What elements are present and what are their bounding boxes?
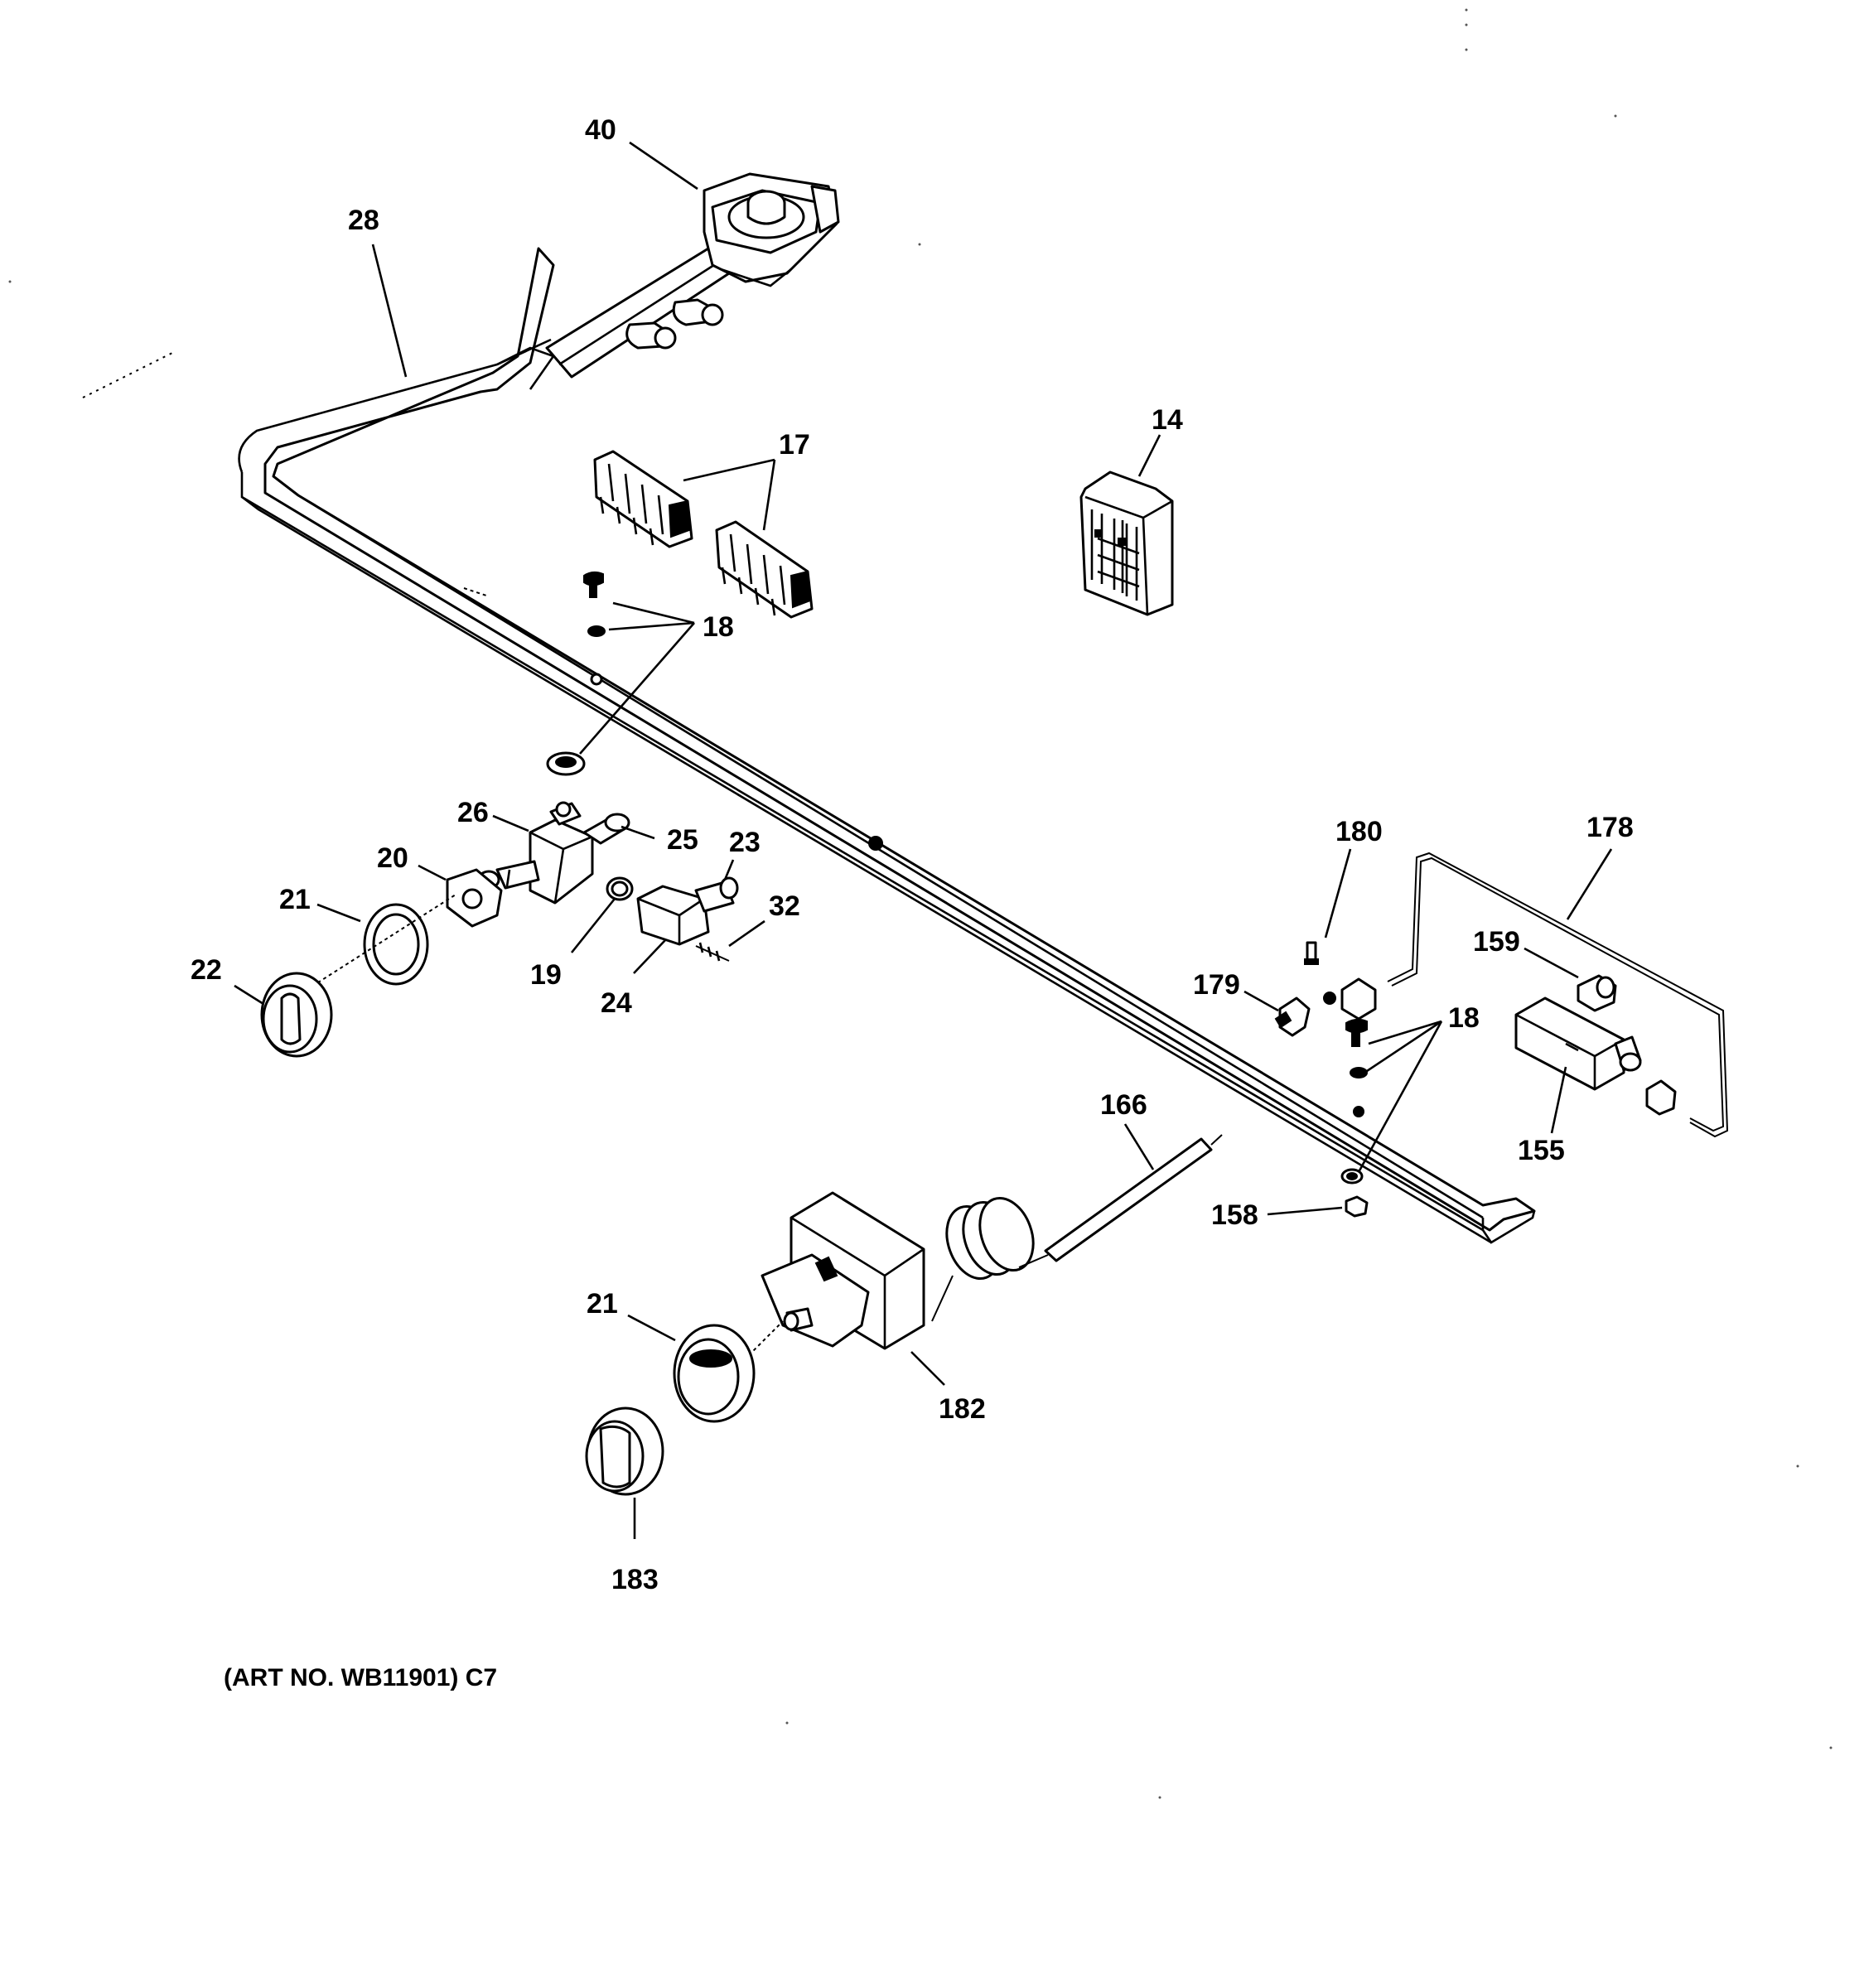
callout-180: 180 bbox=[1335, 816, 1383, 847]
callout-21-lower: 21 bbox=[587, 1288, 618, 1320]
valve-top bbox=[703, 172, 840, 287]
screw-washer-upper bbox=[546, 571, 606, 776]
callout-21-upper: 21 bbox=[279, 884, 311, 915]
leader-lines bbox=[234, 141, 1613, 1539]
callout-166: 166 bbox=[1100, 1089, 1147, 1121]
callout-18-lower: 18 bbox=[1448, 1002, 1480, 1034]
callout-25: 25 bbox=[667, 824, 698, 856]
callout-17: 17 bbox=[779, 429, 810, 461]
callout-40: 40 bbox=[585, 114, 616, 146]
callout-19: 19 bbox=[530, 959, 562, 991]
terminal-blocks bbox=[593, 450, 814, 619]
thermostat-assembly bbox=[585, 1134, 1223, 1496]
callout-labels: 40 28 17 14 18 26 25 23 20 21 32 19 24 2… bbox=[191, 114, 1634, 1595]
callout-23: 23 bbox=[729, 827, 761, 858]
callout-178: 178 bbox=[1586, 812, 1634, 843]
callout-155: 155 bbox=[1518, 1135, 1565, 1166]
manifold-pipe bbox=[238, 247, 1536, 1244]
valve-assembly bbox=[446, 801, 739, 962]
callout-32: 32 bbox=[769, 890, 800, 922]
callout-14: 14 bbox=[1152, 404, 1183, 436]
oven-burner-parts bbox=[1274, 852, 1729, 1218]
callout-28: 28 bbox=[348, 205, 379, 236]
bezel-knob-upper bbox=[260, 894, 456, 1058]
callout-20: 20 bbox=[377, 842, 408, 874]
callout-159: 159 bbox=[1473, 926, 1520, 958]
callout-24: 24 bbox=[601, 987, 632, 1019]
callout-26: 26 bbox=[457, 797, 489, 828]
callout-183: 183 bbox=[611, 1564, 659, 1595]
callout-182: 182 bbox=[939, 1393, 986, 1425]
callout-158: 158 bbox=[1211, 1199, 1258, 1231]
ignition-module bbox=[1079, 470, 1174, 616]
art-number-caption: (ART NO. WB11901) C7 bbox=[224, 1664, 497, 1691]
callout-22: 22 bbox=[191, 954, 222, 986]
scan-specks bbox=[8, 8, 1833, 1799]
callout-179: 179 bbox=[1193, 969, 1240, 1001]
callout-18-upper: 18 bbox=[703, 611, 734, 643]
